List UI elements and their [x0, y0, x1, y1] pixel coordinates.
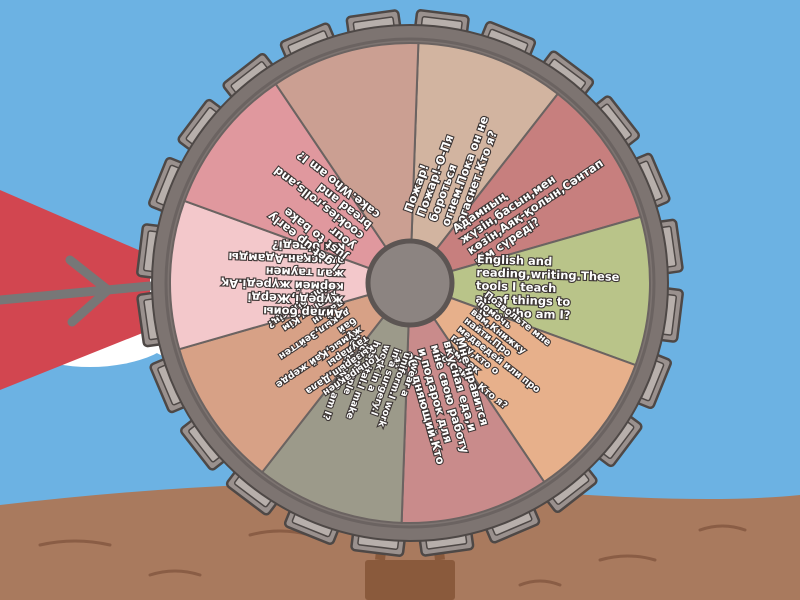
wheel-segments — [169, 42, 651, 524]
ground-mark — [38, 539, 112, 547]
svg-text:Мне нравитсявкусная еда,имне с: Мне нравитсявкусная еда,имне свою работу… — [390, 335, 499, 469]
wheel-segment[interactable] — [400, 279, 546, 524]
svg-text:English andreading,writing.The: English andreading,writing.Thesetools I … — [475, 251, 621, 323]
wheel-segment[interactable] — [407, 281, 637, 484]
wheel-segment[interactable] — [178, 281, 413, 474]
wheel-inner-ring — [164, 37, 656, 529]
wheel-segment[interactable] — [407, 92, 642, 285]
segment-label: Айлар бойыжүреді,Жердікөрмей жүреді.Ақжа… — [220, 237, 347, 323]
segment-label: English andreading,writing.Thesetools I … — [474, 250, 621, 323]
wheel-segment[interactable] — [183, 82, 413, 285]
ground-mark — [598, 554, 657, 562]
wheel-segment[interactable] — [408, 42, 560, 287]
spin-wheel[interactable]: Пожар!Пожар!-О-Пяборотьсяогнем.Пока он н… — [136, 9, 684, 557]
pointer — [0, 190, 155, 390]
wheel-segment[interactable] — [169, 199, 414, 351]
wheel-hub[interactable] — [365, 238, 455, 328]
ground-mark — [518, 579, 562, 587]
ground-mark — [698, 524, 747, 532]
ground-mark — [148, 569, 202, 577]
wheel-segment[interactable] — [260, 279, 412, 524]
wheel-segment[interactable] — [274, 42, 420, 287]
svg-text:Айлар бойыжүреді,Жердікөрмей ж: Айлар бойыжүреді,Жердікөрмей жүреді.Ақжа… — [220, 237, 345, 321]
wheel-segment[interactable] — [406, 215, 651, 367]
segment-label: Мне нравитсявкусная еда,имне свою работу… — [389, 334, 499, 469]
wheel-labels: Пожар!Пожар!-О-Пяборотьсяогнем.Пока он н… — [220, 113, 621, 469]
